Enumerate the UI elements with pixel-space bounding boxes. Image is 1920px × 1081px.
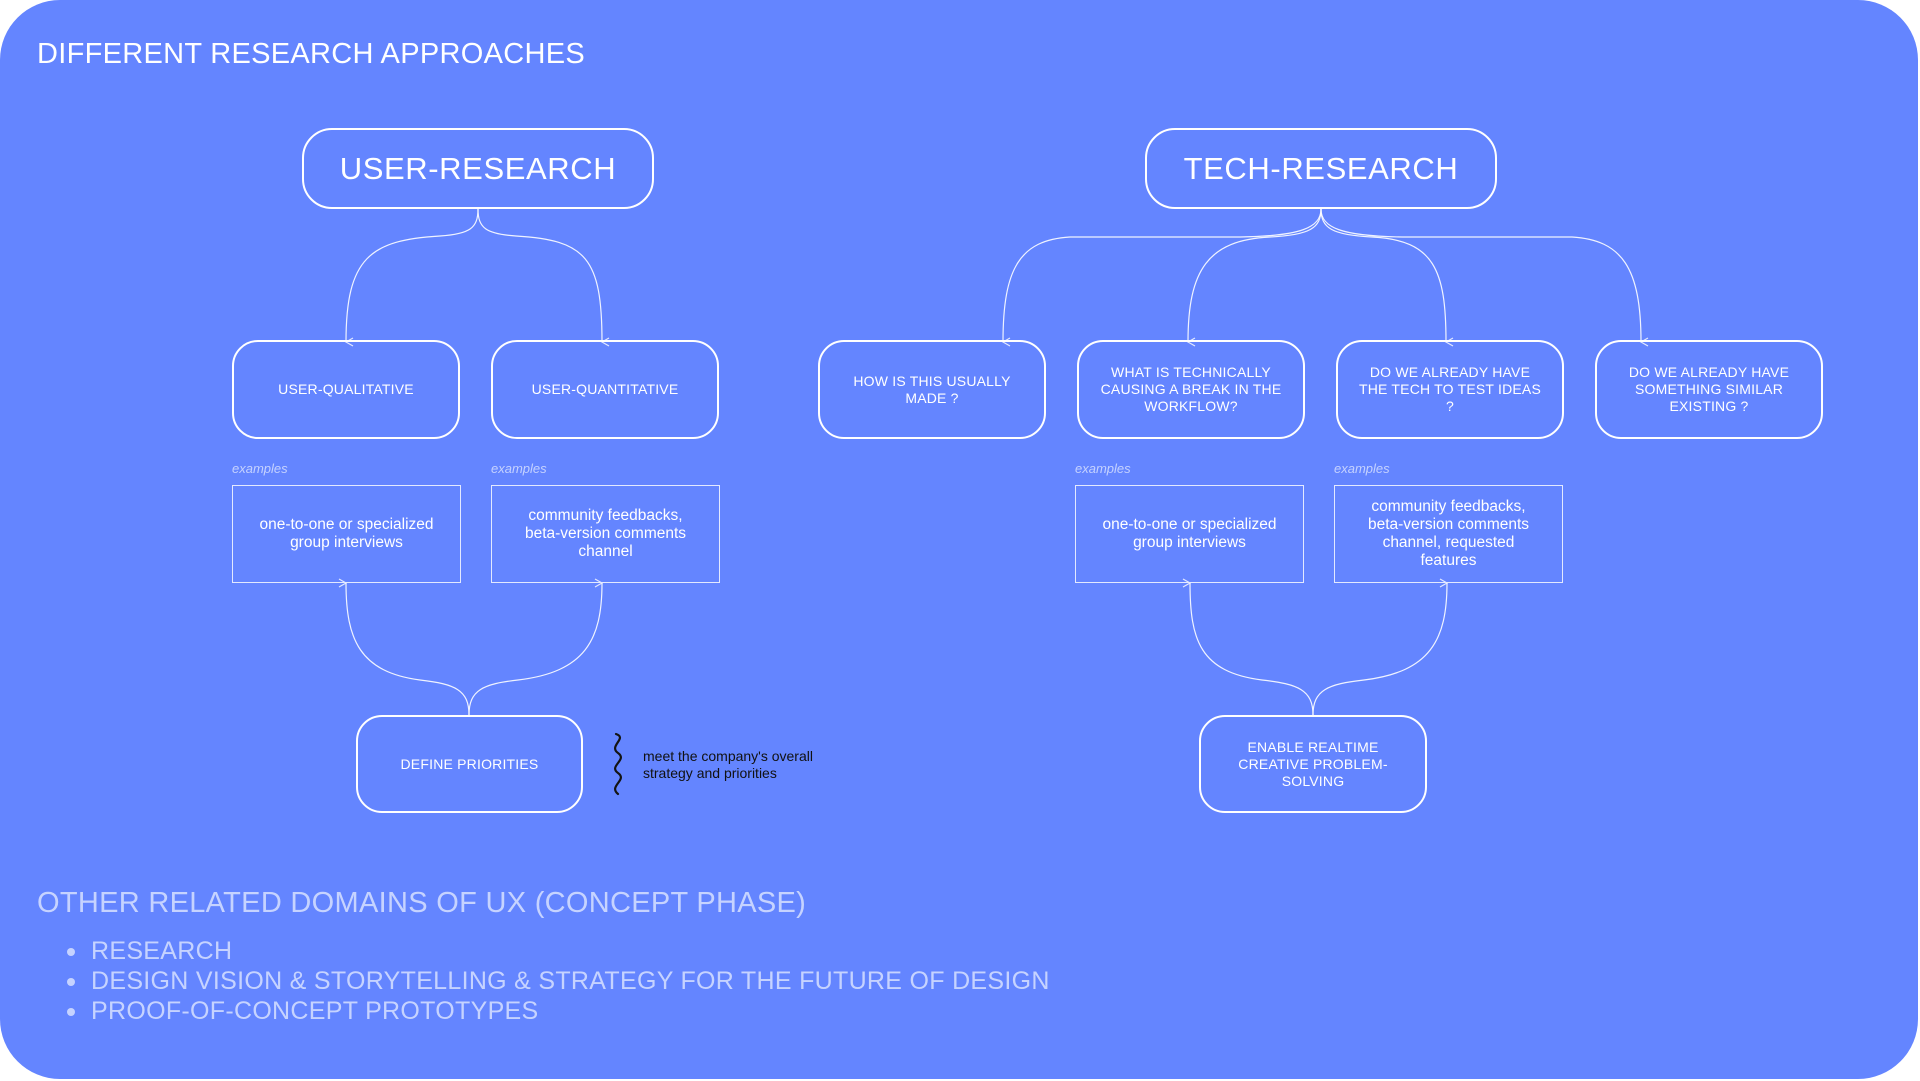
tech-question-similar-existing: DO WE ALREADY HAVE SOMETHING SIMILAR EXI… [1595,340,1823,439]
user-quantitative-examples-label: examples [491,461,547,476]
user-qualitative-node: USER-QUALITATIVE [232,340,460,439]
tech-example-1: one-to-one or specialized group intervie… [1075,485,1304,583]
list-item-label: DESIGN VISION & STORYTELLING & STRATEGY … [91,967,1050,995]
define-priorities-node: DEFINE PRIORITIES [356,715,583,813]
page-title: DIFFERENT RESEARCH APPROACHES [37,38,585,70]
connector-tech-research-to-question-4 [1320,208,1649,347]
tech-question-break-in-workflow: WHAT IS TECHNICALLY CAUSING A BREAK IN T… [1077,340,1305,439]
list-item: PROOF-OF-CONCEPT PROTOTYPES [62,996,1050,1026]
squiggle-icon [614,732,622,796]
tech-research-node: TECH-RESEARCH [1145,128,1497,209]
connector-tech-research-to-question-3 [1320,208,1454,347]
bullet-icon [67,978,75,986]
list-item: RESEARCH [62,936,1050,966]
connector-enable-to-tech-example-2 [1312,578,1449,716]
tech-examples-label-2: examples [1334,461,1390,476]
list-item-label: RESEARCH [91,937,233,965]
user-qualitative-example: one-to-one or specialized group intervie… [232,485,461,583]
user-qualitative-examples-label: examples [232,461,288,476]
related-domains-title: OTHER RELATED DOMAINS OF UX (CONCEPT PHA… [37,887,807,919]
connector-tech-research-to-question-1 [1001,208,1322,347]
bullet-icon [67,948,75,956]
enable-realtime-node: ENABLE REALTIME CREATIVE PROBLEM-SOLVING [1199,715,1427,813]
tech-examples-label-1: examples [1075,461,1131,476]
user-quantitative-node: USER-QUANTITATIVE [491,340,719,439]
connector-define-priorities-to-quantitative-example [468,578,604,716]
connector-enable-to-tech-example-1 [1182,578,1314,716]
tech-question-tech-to-test: DO WE ALREADY HAVE THE TECH TO TEST IDEA… [1336,340,1564,439]
connector-tech-research-to-question-2 [1186,208,1322,347]
list-item: DESIGN VISION & STORYTELLING & STRATEGY … [62,966,1050,996]
bullet-icon [67,1008,75,1016]
connector-user-research-to-quantitative [477,208,610,347]
list-item-label: PROOF-OF-CONCEPT PROTOTYPES [91,997,539,1025]
tech-example-2: community feedbacks, beta-version commen… [1334,485,1563,583]
user-research-node: USER-RESEARCH [302,128,654,209]
connector-define-priorities-to-qualitative-example [338,578,470,716]
user-quantitative-example: community feedbacks, beta-version commen… [491,485,720,583]
related-domains-list: RESEARCH DESIGN VISION & STORYTELLING & … [62,936,1050,1026]
tech-question-usually-made: HOW IS THIS USUALLY MADE ? [818,340,1046,439]
priorities-note: meet the company's overall strategy and … [643,748,813,781]
connector-user-research-to-qualitative [344,208,479,347]
